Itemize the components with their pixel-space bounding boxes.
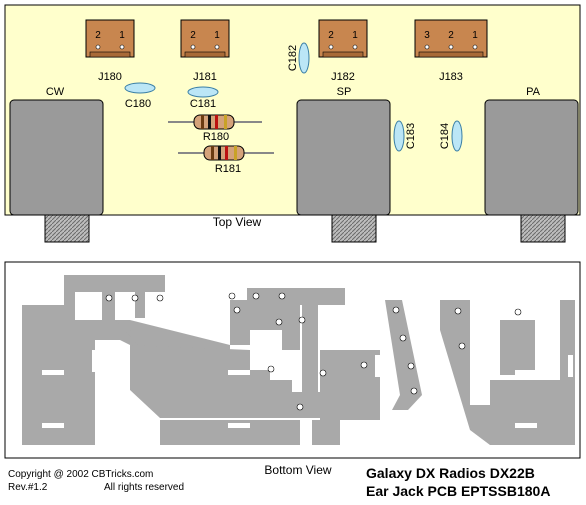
c182-label: C182	[287, 45, 299, 71]
j183-pin-label: 2	[448, 30, 454, 41]
jack-pa-label: PA	[526, 86, 541, 98]
jack-sp: SP	[296, 86, 391, 243]
jack-cw: CW	[9, 86, 104, 243]
capacitor-c180: C180	[124, 82, 156, 110]
capacitor-c183: C183	[393, 120, 417, 152]
r181-label: R181	[215, 163, 241, 175]
r180-label: R180	[203, 131, 229, 143]
jack-cw-label: CW	[46, 86, 65, 98]
connector-j182: 2 1 J182	[318, 19, 368, 83]
c184-label: C184	[439, 123, 451, 149]
jack-sp-label: SP	[337, 86, 352, 98]
bottom-view-caption: Bottom View	[264, 463, 331, 477]
resistor-r180: R180	[168, 114, 262, 143]
capacitor-c182: C182	[287, 42, 310, 74]
top-view-caption: Top View	[213, 215, 262, 229]
j180-pin-label: 2	[95, 30, 101, 41]
title-line-1: Galaxy DX Radios DX22B	[366, 465, 535, 481]
revision-text: Rev.#1.2	[8, 482, 48, 493]
c181-label: C181	[190, 98, 216, 110]
pcb-slots	[42, 350, 573, 428]
j182-pin-label: 1	[352, 30, 358, 41]
c180-label: C180	[125, 98, 151, 110]
j183-label: J183	[439, 71, 463, 83]
c183-label: C183	[405, 123, 417, 149]
connector-j183: 3 2 1 J183	[414, 19, 488, 83]
title-line-2: Ear Jack PCB EPTSSB180A	[366, 483, 550, 499]
rights-text: All rights reserved	[104, 482, 184, 493]
j182-label: J182	[331, 71, 355, 83]
j182-pin-label: 2	[328, 30, 334, 41]
j183-pin-label: 3	[424, 30, 430, 41]
connector-j181: 2 1 J181	[180, 19, 230, 83]
capacitor-c181: C181	[187, 86, 219, 110]
connector-j180: 2 1 J180	[85, 19, 135, 83]
resistor-r181: R181	[178, 145, 274, 175]
j183-pin-label: 1	[472, 30, 478, 41]
j181-pin-label: 2	[190, 30, 196, 41]
j180-pin-label: 1	[119, 30, 125, 41]
copyright-text: Copyright @ 2002 CBTricks.com	[8, 469, 153, 480]
jack-pa: PA	[484, 86, 579, 243]
pcb-holes	[105, 292, 522, 411]
capacitor-c184: C184	[439, 120, 463, 152]
copper-traces	[22, 275, 575, 445]
j180-label: J180	[98, 71, 122, 83]
j181-label: J181	[193, 71, 217, 83]
j181-pin-label: 1	[214, 30, 220, 41]
